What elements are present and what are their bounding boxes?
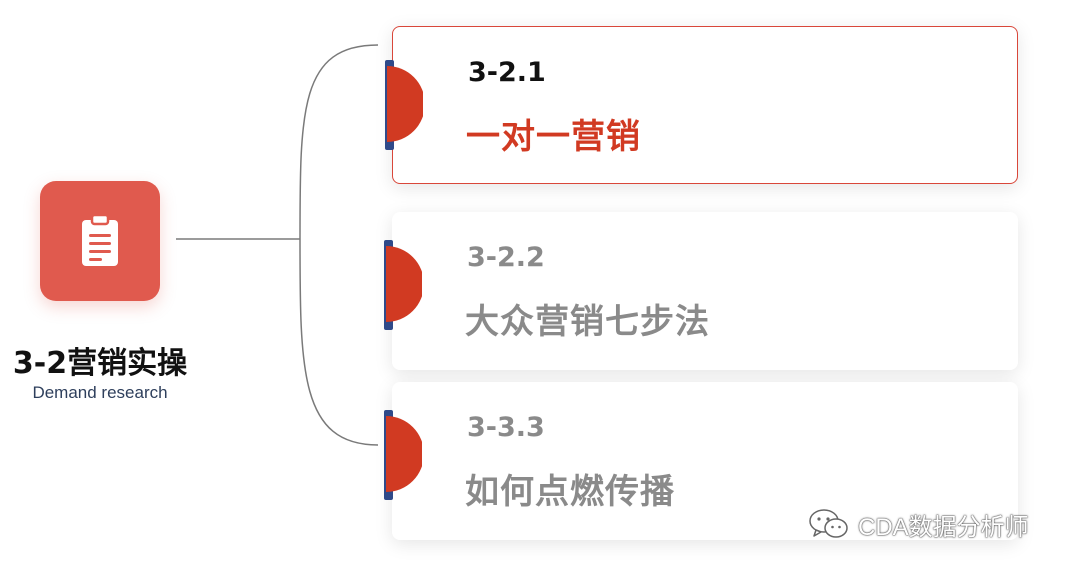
watermark: CDA数据分析师 xyxy=(808,506,1029,542)
wechat-icon xyxy=(809,509,848,538)
watermark-text: CDA数据分析师 xyxy=(858,513,1029,541)
clipboard-icon xyxy=(82,214,118,266)
item-number: 3-2.1 xyxy=(468,57,546,88)
item-number: 3-3.3 xyxy=(467,412,545,443)
item-title: 大众营销七步法 xyxy=(465,302,710,342)
item-card-2[interactable]: 3-2.2 大众营销七步法 xyxy=(384,212,1018,370)
hub-icon-box xyxy=(40,181,160,301)
hub-subtitle: Demand research xyxy=(32,383,168,402)
item-title: 如何点燃传播 xyxy=(465,472,675,512)
item-number: 3-2.2 xyxy=(467,242,545,273)
item-title: 一对一营销 xyxy=(466,117,641,157)
card-marker xyxy=(384,410,422,500)
hub-title: 3-2营销实操 xyxy=(12,346,188,381)
card-marker xyxy=(384,240,422,330)
item-card-3[interactable]: 3-3.3 如何点燃传播 xyxy=(384,382,1018,540)
item-card-1[interactable]: 3-2.1 一对一营销 xyxy=(385,26,1018,184)
card-marker xyxy=(385,60,423,150)
